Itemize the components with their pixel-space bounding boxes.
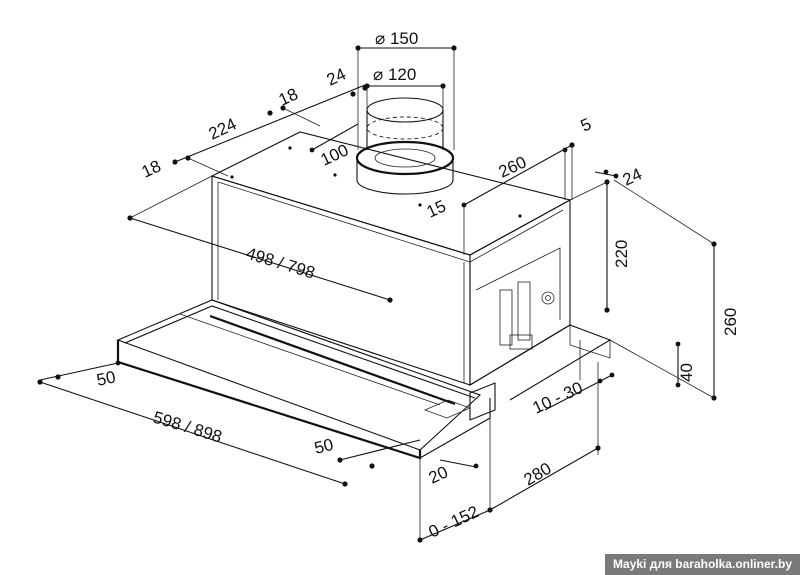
dim-label-d260-right: 260 bbox=[721, 308, 740, 336]
dim-label-d18-left: 18 bbox=[139, 156, 164, 181]
dimension-lines bbox=[37, 45, 717, 543]
dim-label-d24-top: 24 bbox=[324, 64, 349, 89]
sliding-visor bbox=[116, 299, 612, 460]
visor-top bbox=[116, 299, 482, 451]
dim-label-d598: 598 / 898 bbox=[151, 408, 224, 447]
exhaust-spigot bbox=[355, 97, 455, 195]
dim-label-d280: 280 bbox=[521, 459, 555, 490]
dim-label-d10-30: 10 - 30 bbox=[530, 378, 586, 418]
dim-label-d150: ⌀ 150 bbox=[375, 29, 418, 48]
dim-label-d220: 220 bbox=[612, 240, 631, 268]
hood-body bbox=[210, 131, 572, 386]
hood-side-face bbox=[469, 199, 571, 386]
dim-label-d50-left: 50 bbox=[95, 367, 117, 390]
dim-label-d0-152: 0 - 152 bbox=[426, 502, 482, 542]
dim-label-d120: ⌀ 120 bbox=[373, 65, 416, 84]
dim-label-d40: 40 bbox=[677, 363, 696, 382]
watermark-label: Mayki для baraholka.onliner.by bbox=[605, 554, 800, 575]
dim-label-d5: 5 bbox=[578, 114, 595, 135]
dim-label-d224: 224 bbox=[206, 114, 240, 143]
dim-label-d260-top: 260 bbox=[496, 152, 530, 181]
dim-label-d100: 100 bbox=[318, 140, 352, 169]
dimension-labels: ⌀ 150 ⌀ 120 24 18 224 18 100 5 260 24 15… bbox=[95, 29, 740, 542]
dim-label-d20: 20 bbox=[426, 462, 451, 487]
dim-label-d498: 498 / 798 bbox=[244, 244, 317, 283]
dim-label-d18-top: 18 bbox=[276, 84, 301, 109]
dim-label-d15: 15 bbox=[424, 196, 449, 221]
dim-label-d50-bottom: 50 bbox=[312, 435, 335, 458]
